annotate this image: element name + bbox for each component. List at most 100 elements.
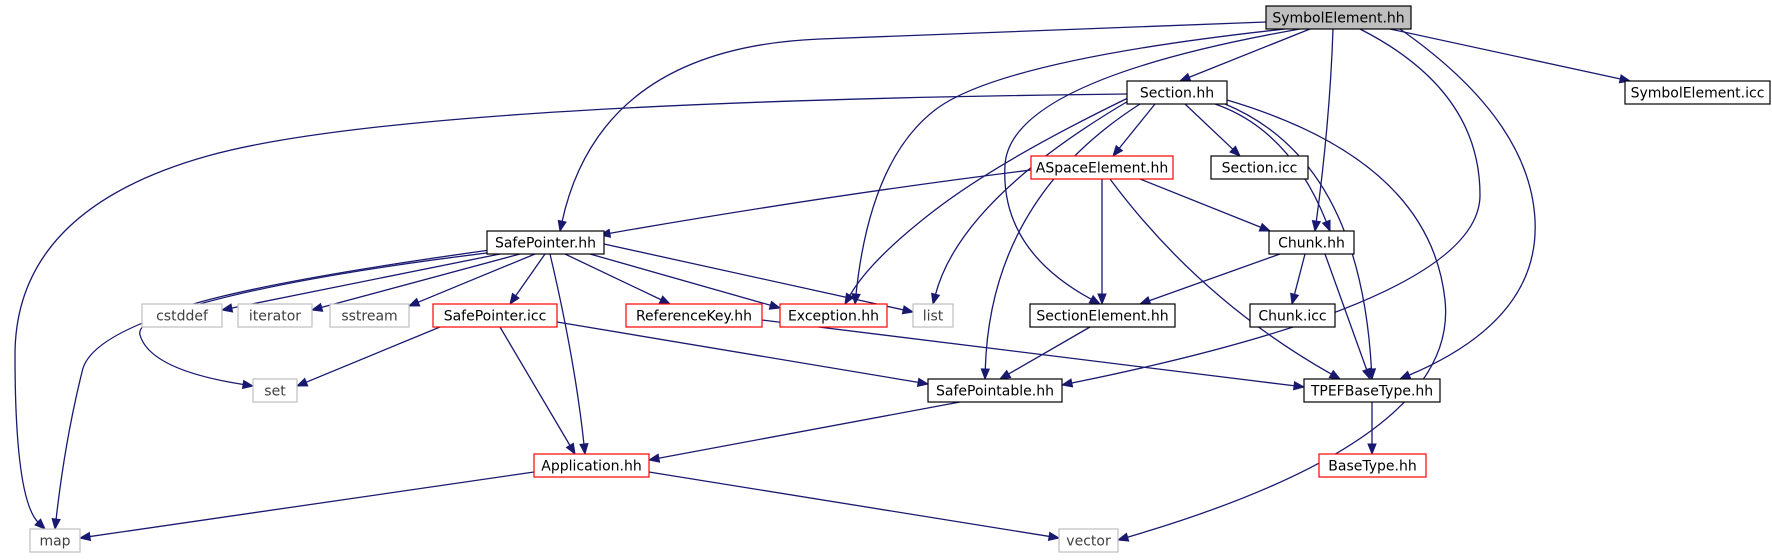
node-map: map: [29, 528, 81, 553]
edge-application_hh-to-vector: [648, 471, 1061, 542]
node-cstddef: cstddef: [141, 303, 223, 328]
node-box: [329, 303, 410, 328]
edge-symbolelement_hh-to-sectionelement_hh: [1004, 28, 1301, 305]
node-symbolelement-hh[interactable]: SymbolElement.hh: [1265, 5, 1412, 30]
node-box: [29, 528, 81, 553]
node-box: [252, 378, 298, 403]
node-tpefbasetype-hh[interactable]: TPEFBaseType.hh: [1303, 378, 1441, 403]
node-exception-hh[interactable]: Exception.hh: [779, 303, 888, 328]
node-section-hh[interactable]: Section.hh: [1126, 80, 1228, 105]
node-sectionelement-hh[interactable]: SectionElement.hh: [1029, 303, 1176, 328]
node-safepointable-hh[interactable]: SafePointable.hh: [927, 378, 1063, 403]
node-section-icc[interactable]: Section.icc: [1210, 155, 1309, 180]
node-label: SymbolElement.icc: [1631, 86, 1765, 102]
node-label: Chunk.icc: [1258, 309, 1326, 325]
node-sstream: sstream: [329, 303, 410, 328]
edge-section_hh-to-section_icc: [1184, 103, 1241, 157]
edge-aspaceelement_hh-to-chunk_hh: [1139, 178, 1272, 232]
node-box: [912, 303, 954, 328]
node-referencekey-hh[interactable]: ReferenceKey.hh: [625, 303, 763, 328]
edge-aspaceelement_hh-to-safepointer_hh: [598, 169, 1032, 238]
edge-tpefbasetype_hh-to-basetype_hh: [1367, 402, 1377, 456]
node-list: list: [912, 303, 954, 328]
node-label: SafePointer.hh: [495, 236, 596, 252]
edge-aspaceelement_hh-to-sectionelement_hh: [1097, 179, 1107, 306]
node-box: [486, 230, 605, 255]
node-box: [1126, 80, 1228, 105]
node-box: [533, 453, 650, 478]
edge-chunk_hh-to-tpefbasetype_hh: [1324, 253, 1371, 381]
node-box: [1249, 303, 1336, 328]
node-label: vector: [1066, 534, 1111, 550]
node-chunk-hh[interactable]: Chunk.hh: [1268, 230, 1355, 255]
edge-symbolelement_hh-to-tpefbasetype_hh: [1398, 28, 1536, 380]
node-label: SymbolElement.hh: [1272, 11, 1404, 27]
node-aspaceelement-hh[interactable]: ASpaceElement.hh: [1030, 155, 1174, 180]
node-label: Chunk.hh: [1278, 236, 1345, 252]
edge-safepointable_hh-to-application_hh: [647, 401, 961, 463]
node-box: [625, 303, 763, 328]
edge-section_hh-to-vector: [1116, 99, 1447, 542]
node-box: [432, 303, 558, 328]
node-label: SafePointable.hh: [936, 384, 1054, 400]
edge-safepointer_icc-to-application_hh: [499, 326, 576, 456]
edge-section_hh-to-safepointable_hh: [980, 103, 1141, 381]
edge-safepointer_hh-to-safepointer_icc: [509, 253, 546, 306]
node-label: iterator: [249, 309, 301, 325]
node-label: ASpaceElement.hh: [1036, 161, 1168, 177]
edge-safepointer_hh-to-sstream: [407, 253, 536, 307]
node-basetype-hh[interactable]: BaseType.hh: [1318, 453, 1427, 478]
edge-chunk_hh-to-sectionelement_hh: [1138, 253, 1281, 305]
node-box: [237, 303, 313, 328]
node-safepointer-hh[interactable]: SafePointer.hh: [486, 230, 605, 255]
edge-safepointer_hh-to-list: [603, 243, 915, 315]
node-iterator: iterator: [237, 303, 313, 328]
node-label: Application.hh: [541, 459, 641, 475]
node-box: [1029, 303, 1176, 328]
node-label: map: [39, 534, 70, 550]
node-box: [141, 303, 223, 328]
node-vector: vector: [1058, 528, 1119, 553]
edge-symbolelement_hh-to-section_hh: [1178, 28, 1311, 82]
edge-aspaceelement_hh-to-tpefbasetype_hh: [1109, 178, 1342, 380]
node-box: [1265, 5, 1412, 30]
node-application-hh[interactable]: Application.hh: [533, 453, 650, 478]
node-symbolelement-icc[interactable]: SymbolElement.icc: [1624, 80, 1771, 105]
edge-section_hh-to-aspaceelement_hh: [1112, 103, 1156, 158]
node-box: [1303, 378, 1441, 403]
node-box: [779, 303, 888, 328]
node-label: sstream: [341, 309, 397, 325]
edge-sectionelement_hh-to-safepointable_hh: [998, 326, 1091, 380]
node-label: BaseType.hh: [1328, 459, 1416, 475]
node-box: [927, 378, 1063, 403]
edge-safepointer_icc-to-set: [295, 326, 441, 387]
edge-chunk_hh-to-chunk_icc: [1290, 253, 1306, 306]
edge-safepointer_icc-to-safepointable_hh: [556, 321, 930, 387]
node-layer: SymbolElement.hhSymbolElement.iccSection…: [29, 5, 1771, 553]
edge-symbolelement_hh-to-chunk_hh: [1311, 28, 1334, 233]
edge-safepointer_hh-to-map: [51, 251, 496, 531]
edge-application_hh-to-map: [78, 471, 535, 542]
node-safepointer-icc[interactable]: SafePointer.icc: [432, 303, 558, 328]
node-label: set: [264, 384, 286, 400]
edge-symbolelement_hh-to-safepointer_hh: [557, 21, 1267, 233]
edge-safepointer_hh-to-cstddef: [220, 253, 501, 313]
node-box: [1210, 155, 1309, 180]
edge-section_hh-to-map: [14, 93, 1128, 530]
node-chunk-icc[interactable]: Chunk.icc: [1249, 303, 1336, 328]
node-box: [1058, 528, 1119, 553]
node-label: Section.icc: [1222, 161, 1298, 177]
edge-layer: [14, 21, 1632, 542]
node-box: [1318, 453, 1427, 478]
edge-section_hh-to-chunk_hh: [1214, 103, 1331, 233]
node-label: SectionElement.hh: [1036, 309, 1168, 325]
node-box: [1030, 155, 1174, 180]
edge-safepointer_hh-to-application_hh: [549, 253, 589, 456]
node-box: [1268, 230, 1355, 255]
node-box: [1624, 80, 1771, 105]
edge-section_hh-to-exception_hh: [844, 96, 1131, 306]
node-set: set: [252, 378, 298, 403]
edge-section_hh-to-list: [931, 99, 1131, 306]
node-label: ReferenceKey.hh: [636, 309, 752, 325]
